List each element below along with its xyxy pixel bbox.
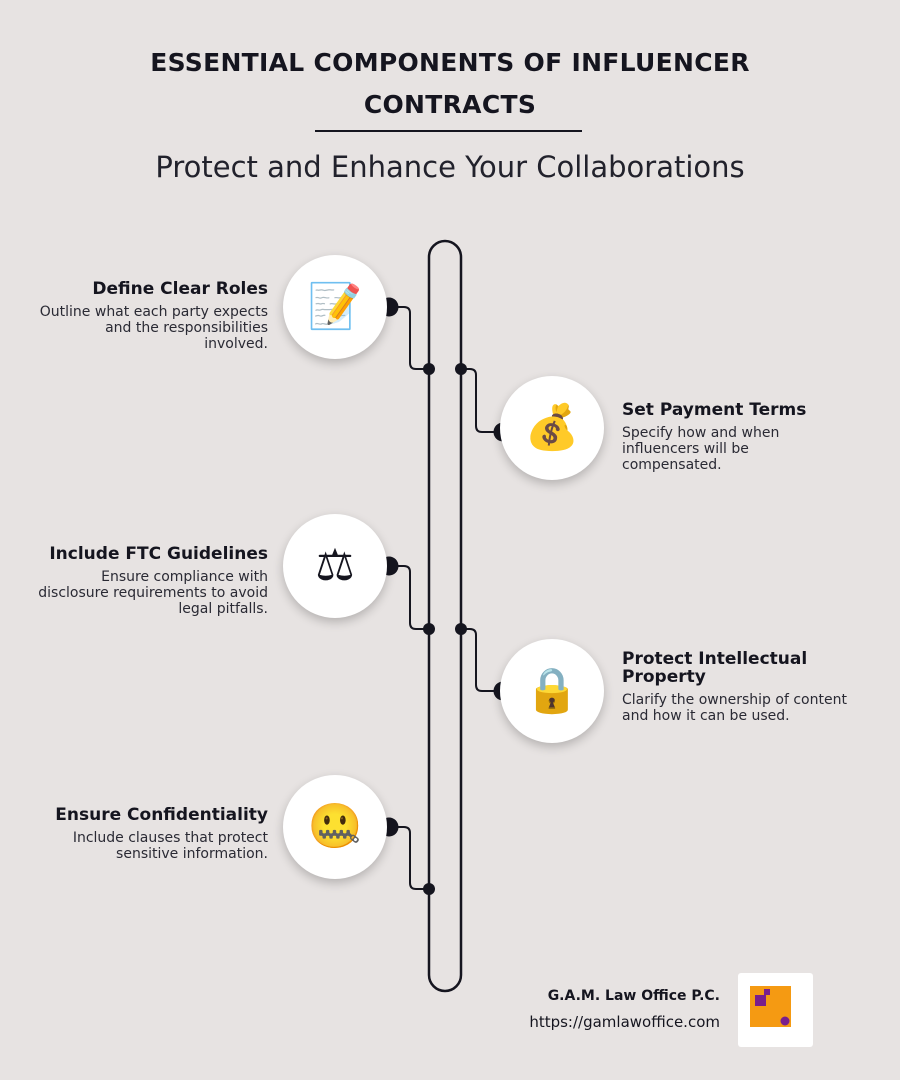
logo-purple-dot <box>780 1016 790 1026</box>
item-description: Clarify the ownership of content and how… <box>622 692 847 724</box>
track-node-5 <box>423 883 435 895</box>
page-title: ESSENTIAL COMPONENTS OF INFLUENCER CONTR… <box>0 42 900 126</box>
item-define-clear-roles: Define Clear Roles Outline what each par… <box>38 280 268 352</box>
logo-mark <box>750 986 791 1027</box>
item-protect-intellectual-property: Protect Intellectual Property Clarify th… <box>622 650 852 724</box>
connector-line-1 <box>389 306 429 370</box>
page-subtitle: Protect and Enhance Your Collaborations <box>155 150 745 184</box>
item-include-ftc-guidelines: Include FTC Guidelines Ensure compliance… <box>38 545 268 617</box>
memo-icon: 📝 <box>283 255 387 359</box>
track-node-4 <box>455 623 467 635</box>
connector-line-2 <box>461 368 503 433</box>
item-description: Include clauses that protect sensitive i… <box>72 830 268 862</box>
connector-line-4 <box>461 628 503 692</box>
connector-line-3 <box>389 565 429 630</box>
title-divider <box>315 130 582 132</box>
item-set-payment-terms: Set Payment Terms Specify how and when i… <box>622 401 852 473</box>
timeline-track <box>427 239 463 993</box>
company-name: G.A.M. Law Office P.C. <box>547 988 720 1004</box>
balance-scale-icon: ⚖ <box>283 514 387 618</box>
item-ensure-confidentiality: Ensure Confidentiality Include clauses t… <box>38 806 268 862</box>
money-bag-icon: 💰 <box>500 376 604 480</box>
item-title: Ensure Confidentiality <box>55 805 268 825</box>
title-line-1: ESSENTIAL COMPONENTS OF INFLUENCER <box>150 48 750 77</box>
item-description: Specify how and when influencers will be… <box>622 425 780 473</box>
item-title: Set Payment Terms <box>622 400 807 420</box>
item-description: Ensure compliance with disclosure requir… <box>38 569 268 617</box>
logo-purple-square <box>755 995 766 1006</box>
padlock-icon: 🔒 <box>500 639 604 743</box>
logo-purple-small-square <box>764 989 770 995</box>
track-node-1 <box>423 363 435 375</box>
track-node-3 <box>423 623 435 635</box>
company-url[interactable]: https://gamlawoffice.com <box>529 1013 720 1031</box>
zipper-mouth-face-icon: 🤐 <box>283 775 387 879</box>
title-line-2: CONTRACTS <box>363 90 537 119</box>
connector-line-5 <box>389 826 429 890</box>
gam-logo-icon <box>738 973 813 1047</box>
item-title: Protect Intellectual Property <box>622 649 808 687</box>
item-title: Include FTC Guidelines <box>49 544 268 564</box>
track-node-2 <box>455 363 467 375</box>
item-title: Define Clear Roles <box>92 279 268 299</box>
item-description: Outline what each party expects and the … <box>39 304 268 352</box>
